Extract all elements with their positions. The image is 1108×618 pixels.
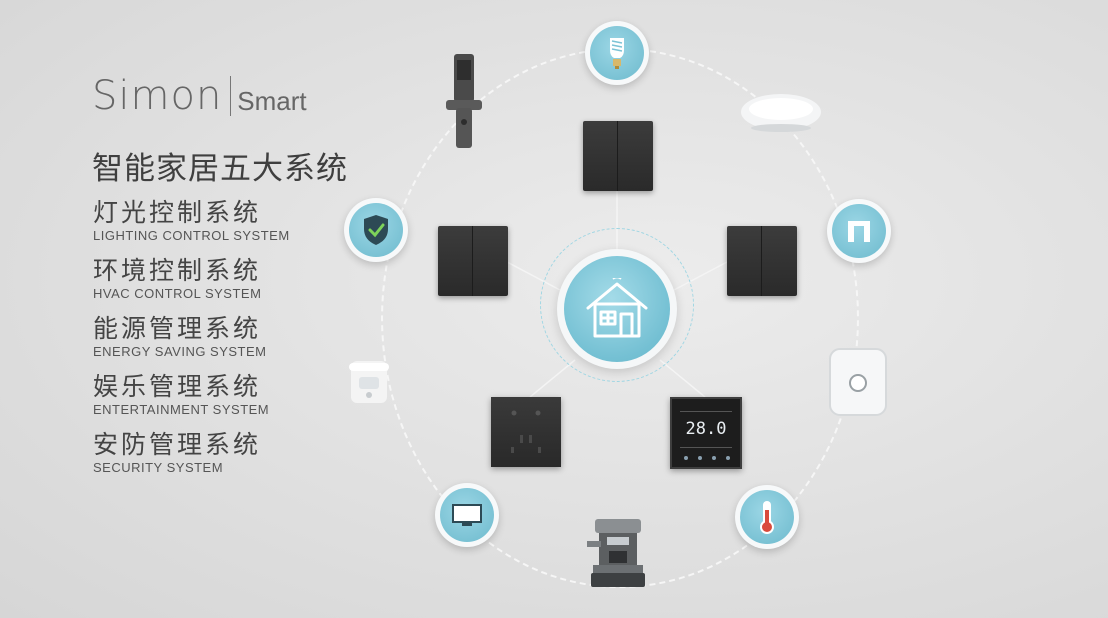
list-item: 灯光控制系统 LIGHTING CONTROL SYSTEM [93, 198, 290, 256]
temperature-badge [735, 485, 799, 549]
television-icon [452, 504, 482, 526]
switch-panel [583, 121, 653, 191]
systems-list: 灯光控制系统 LIGHTING CONTROL SYSTEM 环境控制系统 HV… [93, 198, 290, 488]
system-name-en: LIGHTING CONTROL SYSTEM [93, 228, 290, 243]
system-name-zh: 能源管理系统 [93, 314, 262, 343]
security-badge [344, 198, 408, 262]
wireless-button-icon [829, 348, 887, 416]
brand-subname: Smart [237, 86, 307, 116]
lighting-badge [585, 21, 649, 85]
list-item: 环境控制系统 HVAC CONTROL SYSTEM [93, 256, 290, 314]
smart-door-lock-icon [446, 54, 482, 148]
entertainment-badge [435, 483, 499, 547]
light-bulb-icon [610, 38, 624, 69]
system-name-zh: 安防管理系统 [93, 430, 262, 459]
hub-inner [564, 256, 670, 362]
thermostat-divider [680, 447, 732, 448]
door-sensor-icon [848, 221, 870, 242]
thermostat-readout: 28.0 [685, 419, 727, 439]
panel-seam [761, 226, 762, 296]
smart-home-hub-icon [586, 278, 648, 338]
system-name-zh: 娱乐管理系统 [93, 372, 262, 401]
shield-icon [364, 215, 388, 245]
system-name-zh: 灯光控制系统 [93, 198, 262, 227]
central-hub [557, 249, 677, 369]
system-name-en: ENTERTAINMENT SYSTEM [93, 402, 270, 417]
thermostat-divider [680, 411, 732, 412]
thermometer-icon [760, 501, 774, 534]
page-title: 智能家居五大系统 [92, 151, 348, 187]
list-item: 能源管理系统 ENERGY SAVING SYSTEM [93, 314, 290, 372]
ceiling-light-icon [741, 94, 821, 132]
list-item: 安防管理系统 SECURITY SYSTEM [93, 430, 290, 488]
panel-seam [617, 121, 618, 191]
system-name-en: ENERGY SAVING SYSTEM [93, 344, 267, 359]
system-name-en: HVAC CONTROL SYSTEM [93, 286, 262, 301]
door-sensor-badge [827, 199, 891, 263]
inner-orbit [540, 228, 694, 382]
coffee-machine-icon [587, 519, 645, 587]
switch-panel [438, 226, 508, 296]
smoke-detector-icon [349, 361, 389, 403]
thermostat-panel: 28.0 [670, 397, 742, 469]
system-name-zh: 环境控制系统 [93, 256, 262, 285]
brand-name: Simon [92, 73, 223, 119]
panel-seam [472, 226, 473, 296]
socket-outline-icon [511, 410, 541, 453]
brand-logo: Simon Smart [92, 76, 307, 116]
switch-panel [727, 226, 797, 296]
list-item: 娱乐管理系统 ENTERTAINMENT SYSTEM [93, 372, 290, 430]
socket-panel [491, 397, 561, 467]
brand-divider [230, 76, 232, 116]
system-name-en: SECURITY SYSTEM [93, 460, 224, 475]
thermostat-controls-icon [684, 456, 730, 460]
